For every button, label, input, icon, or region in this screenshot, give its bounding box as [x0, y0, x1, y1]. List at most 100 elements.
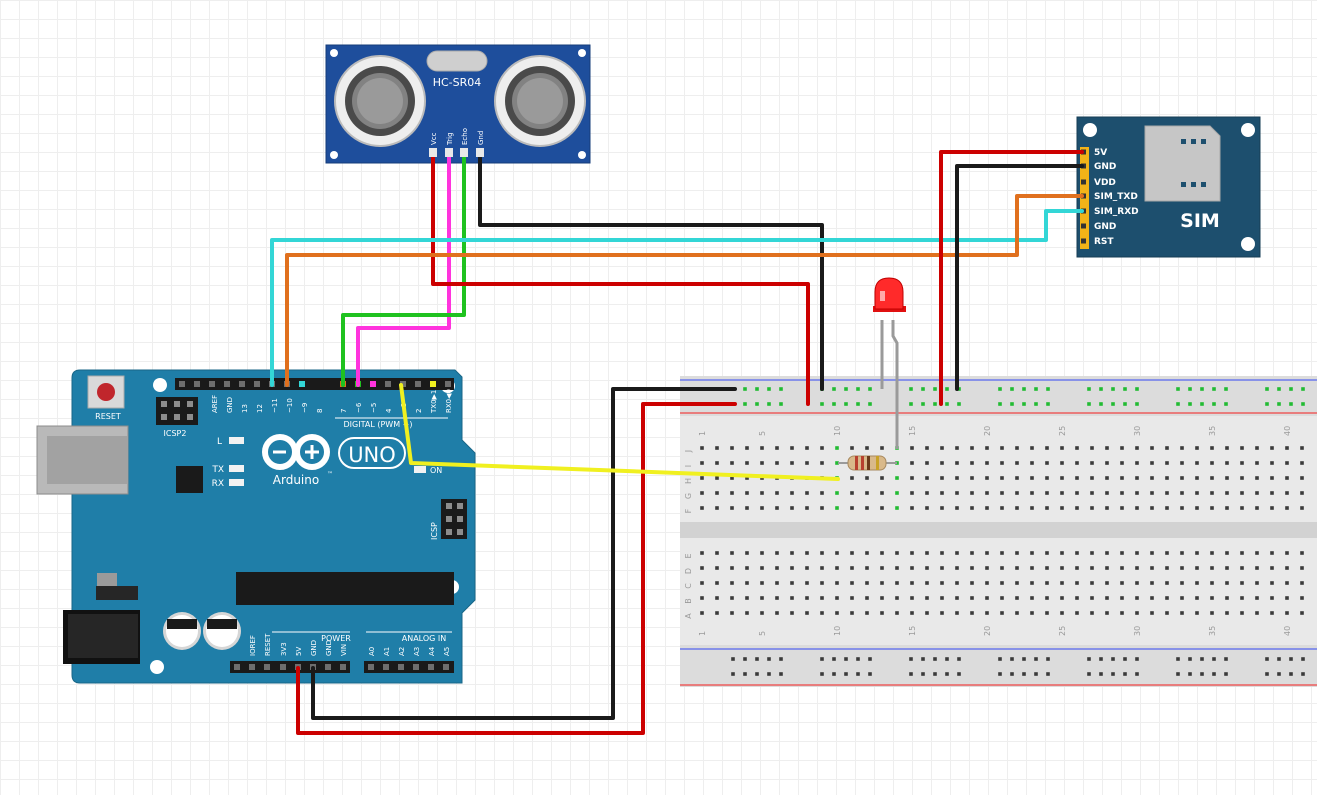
breadboard-hole [1300, 566, 1304, 570]
digital-pin [254, 381, 260, 387]
breadboard-hole [715, 461, 719, 465]
rail-hole [767, 402, 771, 406]
column-number-bottom: 40 [1283, 626, 1292, 636]
breadboard-hole [1120, 551, 1124, 555]
resistor-band [876, 456, 879, 470]
breadboard-hole [1120, 491, 1124, 495]
breadboard-hole [790, 491, 794, 495]
column-number-top: 1 [698, 431, 707, 436]
column-number-top: 10 [833, 426, 842, 436]
breadboard-hole [940, 446, 944, 450]
reset-button[interactable] [97, 383, 115, 401]
breadboard-hole [1300, 611, 1304, 615]
breadboard-hole [1225, 566, 1229, 570]
breadboard-hole [760, 581, 764, 585]
sensor-pin-label: Gnd [477, 131, 485, 145]
breadboard-hole [1060, 596, 1064, 600]
breadboard-hole [910, 611, 914, 615]
breadboard-hole [1075, 476, 1079, 480]
power-pin [249, 664, 255, 670]
breadboard-hole [1120, 596, 1124, 600]
breadboard-hole [1150, 476, 1154, 480]
breadboard-hole [1165, 581, 1169, 585]
rail-hole [1200, 657, 1204, 661]
breadboard-hole [925, 551, 929, 555]
breadboard-hole [805, 491, 809, 495]
mounting-hole [150, 660, 164, 674]
breadboard-hole [1000, 596, 1004, 600]
breadboard-hole [1090, 581, 1094, 585]
breadboard-hole [865, 551, 869, 555]
column-number-bottom: 35 [1208, 626, 1217, 636]
analog-header-pins [368, 664, 449, 670]
wire-sim-5v-to-rail [939, 150, 1084, 406]
power-pin-label: RESET [264, 633, 272, 656]
breadboard-hole [1165, 476, 1169, 480]
rail-hole [1265, 387, 1269, 391]
breadboard-hole [1060, 551, 1064, 555]
breadboard-hole [985, 566, 989, 570]
breadboard-hole [925, 566, 929, 570]
column-number-top: 30 [1133, 426, 1142, 436]
rail-hole [743, 672, 747, 676]
breadboard-hole [760, 596, 764, 600]
breadboard-hole [730, 476, 734, 480]
breadboard-hole [1090, 611, 1094, 615]
row-letter: H [684, 478, 693, 484]
led-anode-leg [891, 320, 899, 449]
breadboard-hole [805, 581, 809, 585]
breadboard-hole [820, 581, 824, 585]
breadboard-hole [940, 476, 944, 480]
voltage-regulator-tab [97, 573, 117, 587]
breadboard-hole [985, 506, 989, 510]
breadboard-hole [715, 491, 719, 495]
breadboard-hole [1240, 491, 1244, 495]
rail-hole [909, 672, 913, 676]
digital-pin [239, 381, 245, 387]
breadboard-hole [1135, 446, 1139, 450]
column-number-bottom: 30 [1133, 626, 1142, 636]
rail-hole [820, 402, 824, 406]
breadboard-hole [1300, 506, 1304, 510]
rail-hole [1010, 672, 1014, 676]
breadboard-hole [1225, 551, 1229, 555]
breadboard-hole [955, 596, 959, 600]
breadboard-hole [955, 551, 959, 555]
breadboard-hole [1075, 446, 1079, 450]
analog-pin-label: A3 [413, 647, 421, 656]
led-highlight [880, 291, 885, 301]
breadboard-hole [925, 446, 929, 450]
breadboard-hole [1045, 476, 1049, 480]
breadboard-hole [700, 446, 704, 450]
rail-hole [998, 387, 1002, 391]
resistor-band [861, 456, 864, 470]
rail-hole [1200, 387, 1204, 391]
breadboard-hole [805, 551, 809, 555]
rail-hole [1188, 387, 1192, 391]
breadboard-hole [910, 446, 914, 450]
breadboard-hole [730, 491, 734, 495]
digital-pin [194, 381, 200, 387]
breadboard-hole [730, 611, 734, 615]
breadboard-hole [1225, 476, 1229, 480]
breadboard-hole [1090, 491, 1094, 495]
breadboard-hole [925, 461, 929, 465]
breadboard-hole [880, 566, 884, 570]
rail-hole [909, 657, 913, 661]
breadboard-hole [700, 476, 704, 480]
rail-hole [1265, 657, 1269, 661]
breadboard-hole [970, 551, 974, 555]
breadboard-hole [1165, 446, 1169, 450]
analog-pin [413, 664, 419, 670]
rail-hole [957, 657, 961, 661]
breadboard-hole [760, 461, 764, 465]
rail-hole [1289, 672, 1293, 676]
breadboard-hole [1000, 581, 1004, 585]
digital-pin-label: 12 [256, 404, 264, 413]
breadboard-hole [805, 446, 809, 450]
breadboard-hole [820, 506, 824, 510]
rail-hole [844, 657, 848, 661]
breadboard-hole [985, 551, 989, 555]
